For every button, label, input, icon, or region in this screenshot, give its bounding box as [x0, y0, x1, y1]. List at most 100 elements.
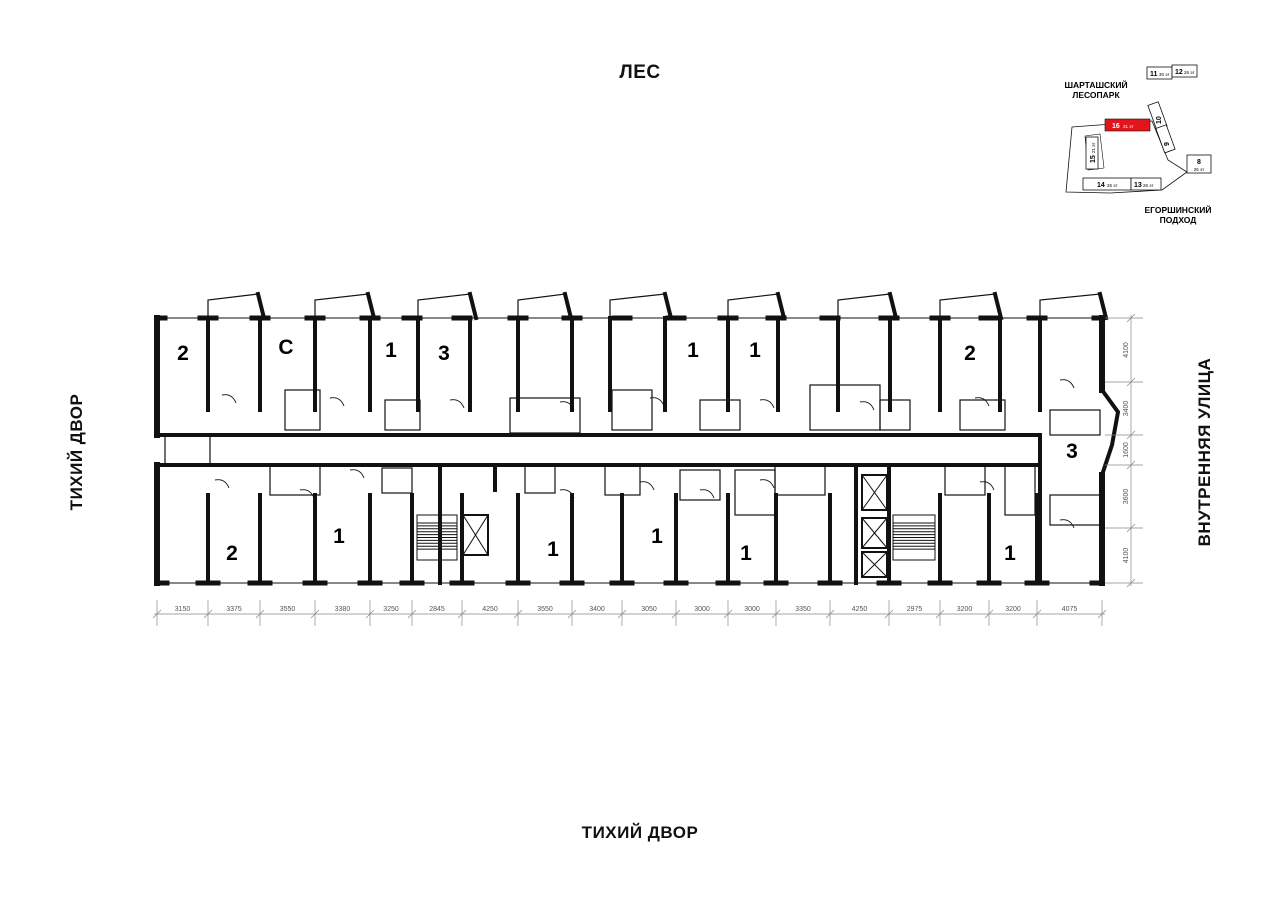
dim-tick — [567, 609, 577, 619]
park-label-line2: ЛЕСОПАРК — [1072, 90, 1120, 100]
apartment-rooms-label: 2 — [226, 542, 238, 565]
building-15-floors: 21 эт — [1091, 142, 1096, 153]
elevator-cross — [462, 514, 489, 556]
dim-value-right: 3600 — [1123, 489, 1130, 505]
dim-tick — [671, 609, 681, 619]
interior-room — [734, 469, 776, 516]
interior-room — [384, 399, 421, 431]
door-swing — [1059, 379, 1075, 389]
interior-room — [269, 464, 321, 496]
building-11-num: 11 — [1150, 71, 1158, 78]
building-12 — [1171, 64, 1198, 78]
apartment-rooms-label-east: 3 — [1066, 440, 1078, 463]
dim-tick — [152, 609, 162, 619]
building-8-num: 8 — [1197, 159, 1201, 166]
door-swing — [979, 481, 995, 491]
park-label-line1: ШАРТАШСКИЙ — [1064, 79, 1127, 90]
dim-tick — [407, 609, 417, 619]
plan-partitions — [164, 293, 1107, 584]
apartment-rooms-label: 1 — [547, 538, 559, 561]
dim-value-bottom: 3250 — [383, 606, 399, 613]
balcony — [939, 293, 1002, 319]
dim-tick — [1126, 313, 1136, 323]
dim-tick — [1126, 377, 1136, 387]
dim-value-bottom: 3380 — [335, 606, 351, 613]
apartment-rooms-label: 3 — [438, 342, 450, 365]
dim-value-bottom: 3000 — [694, 606, 710, 613]
door-swing — [974, 397, 990, 407]
building-14-num: 14 — [1097, 182, 1105, 189]
interior-room — [509, 397, 581, 434]
dim-value-right: 3400 — [1123, 401, 1130, 417]
door-swing — [559, 489, 575, 499]
dim-tick — [1126, 578, 1136, 588]
dim-value-bottom: 3000 — [744, 606, 760, 613]
interior-room — [879, 399, 911, 431]
dim-tick — [617, 609, 627, 619]
north-side-label: ЛЕС — [619, 62, 661, 83]
interior-room — [524, 464, 556, 494]
apartment-rooms-label: С — [278, 336, 293, 359]
dim-tick — [771, 609, 781, 619]
dim-tick — [884, 609, 894, 619]
balcony — [1039, 293, 1107, 319]
balcony — [314, 293, 375, 319]
apartment-rooms-label: 2 — [964, 342, 976, 365]
dim-value-right: 1600 — [1123, 442, 1130, 458]
dim-tick — [365, 609, 375, 619]
door-swing — [329, 397, 345, 407]
dim-tick — [457, 609, 467, 619]
dim-tick — [935, 609, 945, 619]
door-swing — [299, 489, 315, 499]
dim-value-bottom: 3200 — [957, 606, 973, 613]
building-14-floors: 26 эт — [1107, 183, 1118, 188]
building-15 — [1085, 136, 1099, 170]
interior-room — [164, 434, 211, 466]
building-13-num: 13 — [1134, 182, 1142, 189]
balcony — [517, 293, 572, 319]
building-8-floors: 26 эт — [1194, 167, 1205, 172]
apartment-rooms-label: 1 — [333, 525, 345, 548]
dim-tick — [1126, 430, 1136, 440]
interior-room — [604, 464, 641, 496]
building-9 — [1155, 124, 1176, 154]
interior-room — [679, 469, 721, 501]
building-13 — [1130, 177, 1162, 191]
dim-value-bottom: 3050 — [641, 606, 657, 613]
door-swing — [759, 399, 775, 409]
plan-cores — [416, 474, 936, 578]
keymap-buildings: 11 30 эт 12 26 эт 16 31 эт 10 9 15 21 эт… — [1082, 64, 1212, 191]
interior-room — [1004, 464, 1036, 516]
interior-room — [774, 464, 826, 496]
dim-tick — [310, 609, 320, 619]
elevator-east-3 — [861, 551, 888, 578]
building-16-highlighted — [1104, 118, 1151, 132]
dim-value-bottom: 4250 — [852, 606, 868, 613]
dim-value-bottom: 3200 — [1005, 606, 1021, 613]
dim-tick — [825, 609, 835, 619]
dim-tick — [1126, 460, 1136, 470]
dim-tick — [513, 609, 523, 619]
apartment-rooms-label: 2 — [177, 342, 189, 365]
apartment-rooms-label: 1 — [651, 525, 663, 548]
dim-value-bottom: 4075 — [1062, 606, 1078, 613]
dim-tick — [984, 609, 994, 619]
interior-room — [1049, 409, 1101, 436]
interior-room — [1049, 494, 1101, 526]
dim-value-right: 4100 — [1123, 342, 1130, 358]
building-10-num: 10 — [1156, 116, 1163, 124]
dim-value-bottom: 2975 — [907, 606, 923, 613]
door-swing — [649, 397, 665, 407]
door-swing — [1059, 519, 1075, 529]
site-outline — [1065, 120, 1188, 194]
dim-value-bottom: 3150 — [175, 606, 191, 613]
building-8 — [1186, 154, 1212, 174]
building-12-num: 12 — [1175, 69, 1183, 76]
south-side-label: ТИХИЙ ДВОР — [581, 823, 699, 842]
dim-value-bottom: 3550 — [537, 606, 553, 613]
door-swing — [859, 401, 875, 411]
dim-tick — [1126, 523, 1136, 533]
interior-room — [944, 464, 986, 496]
